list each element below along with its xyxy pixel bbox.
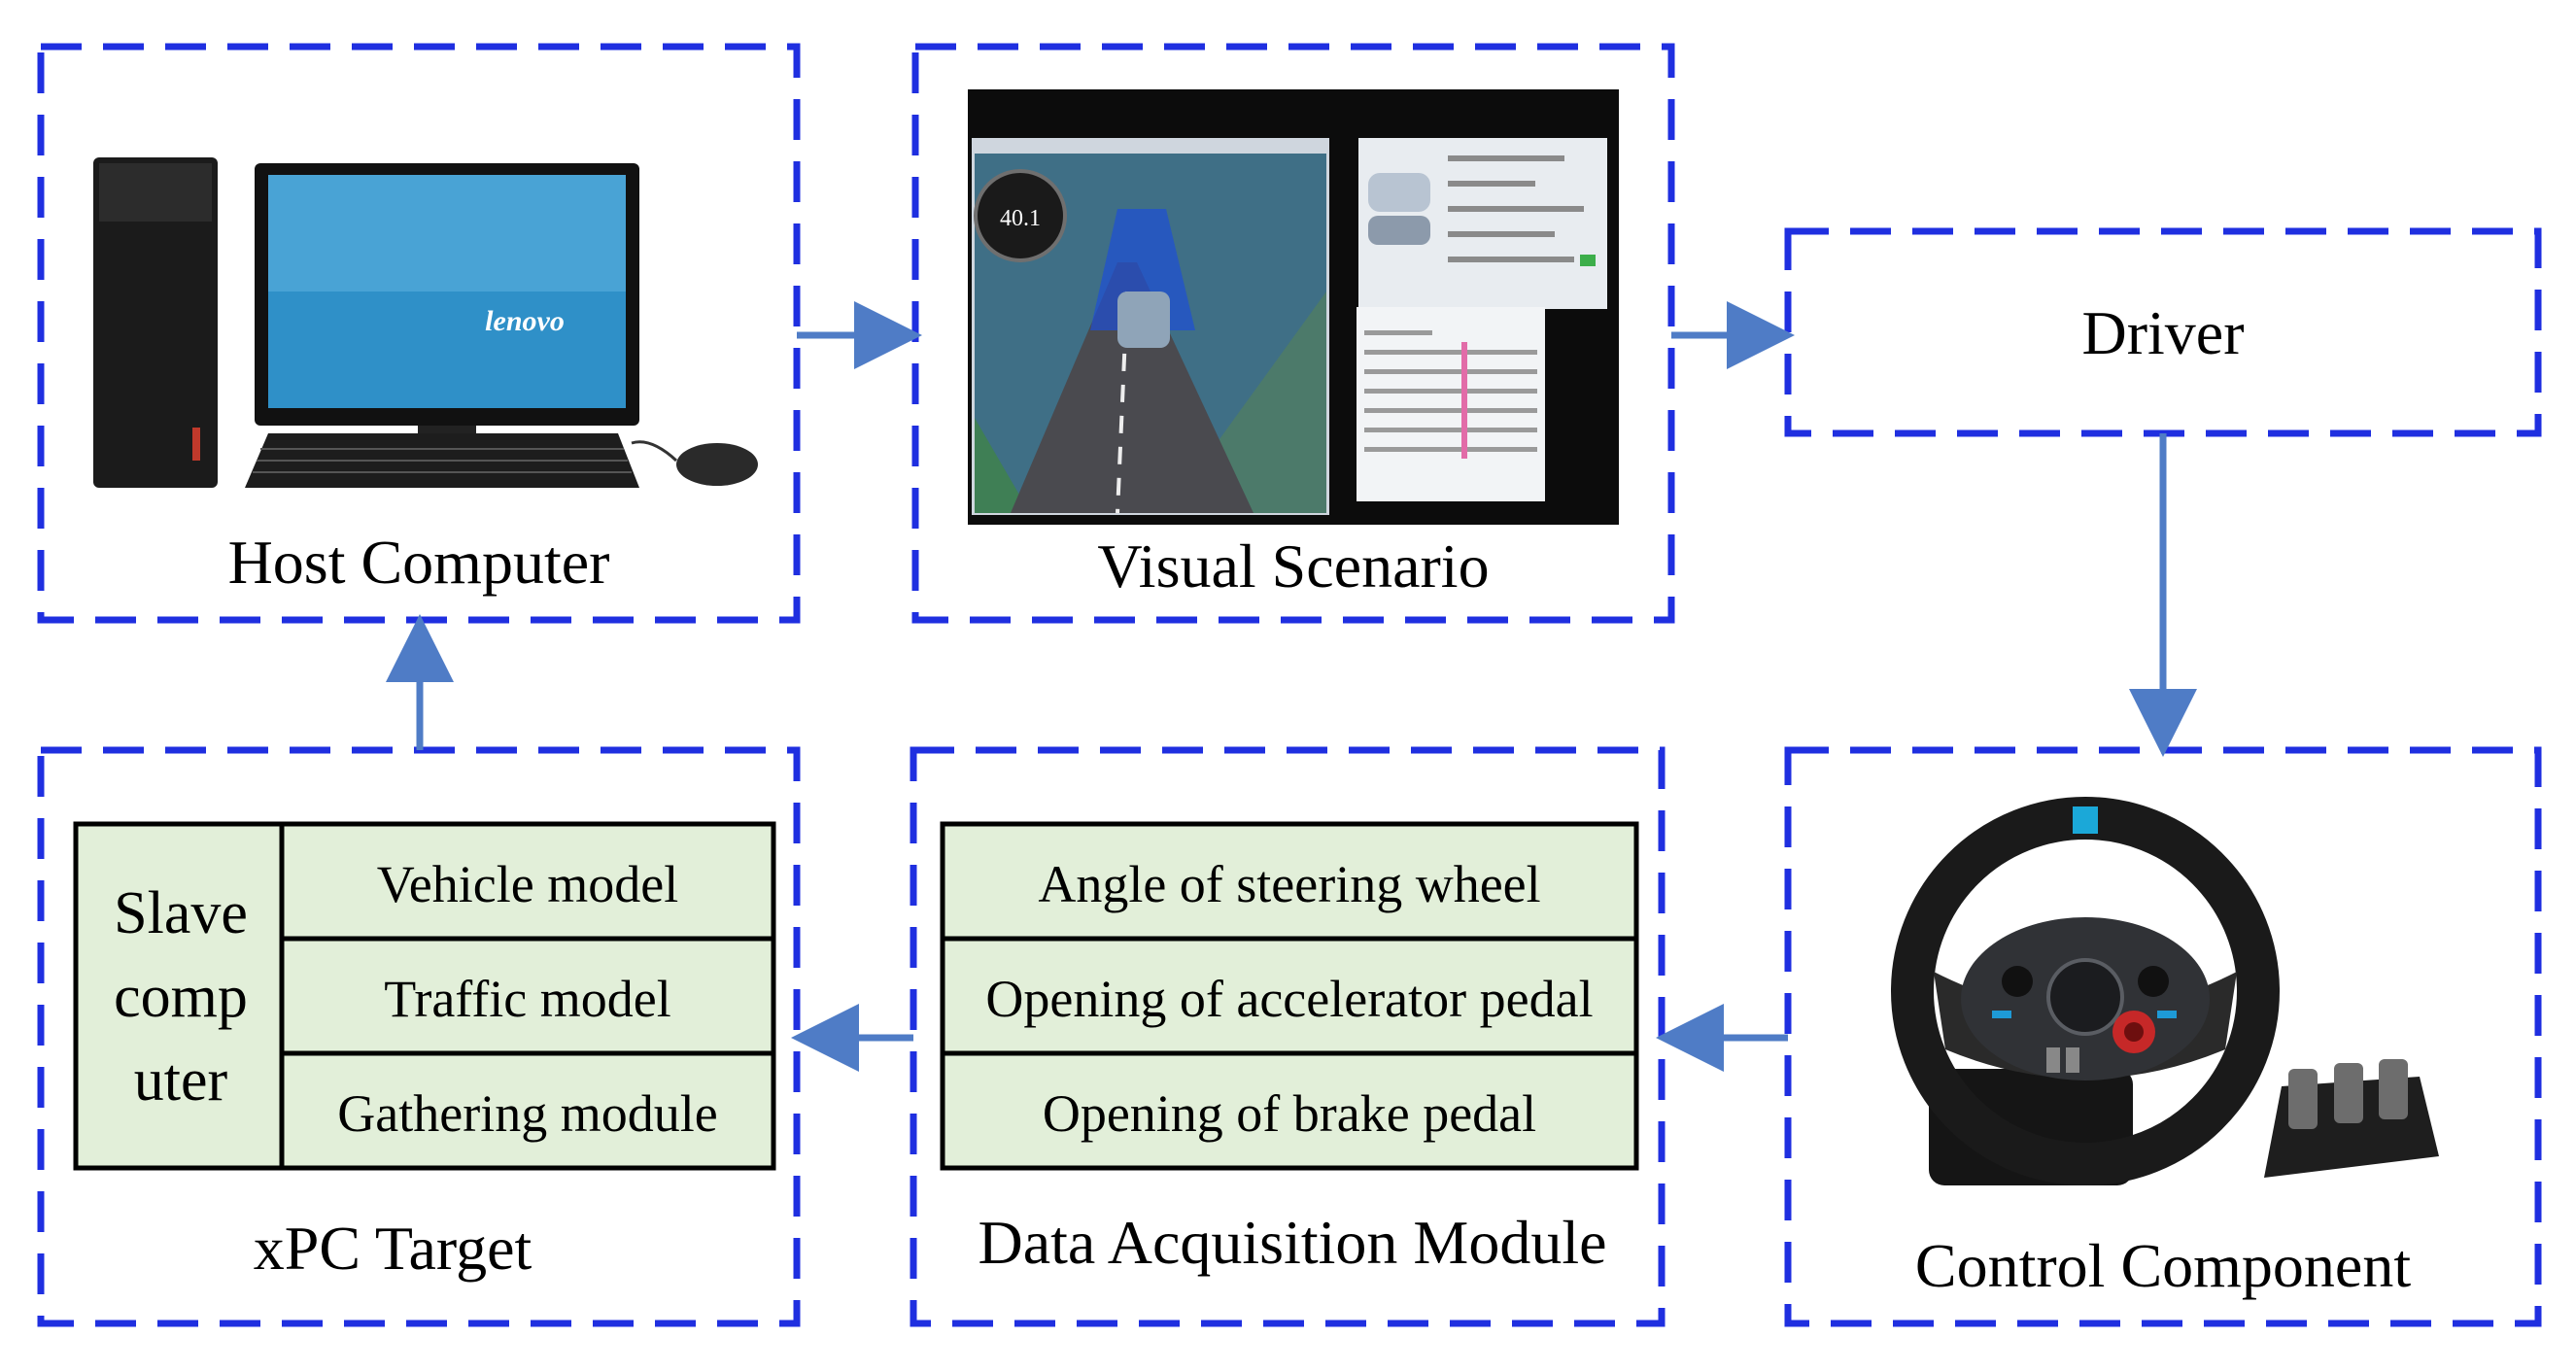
simulation-screen-image: 40.1 [968, 89, 1619, 525]
xpc-target-table: Slave comp uter Vehicle model Traffic mo… [73, 821, 776, 1171]
driver-label: Driver [2081, 298, 2244, 367]
xpc-row-gathering-module: Gathering module [337, 1084, 717, 1143]
daq-row-steering-angle: Angle of steering wheel [1038, 855, 1540, 913]
daq-row-brake-pedal: Opening of brake pedal [1043, 1084, 1536, 1143]
slave-computer-label-line3: uter [134, 1047, 228, 1114]
xpc-target-label: xPC Target [254, 1214, 532, 1283]
host-computer-label: Host Computer [228, 528, 610, 597]
steering-wheel-icon [1891, 797, 2439, 1185]
slave-computer-label-line1: Slave [114, 880, 248, 946]
control-component-label: Control Component [1915, 1231, 2411, 1300]
desktop-computer-icon: lenovo [93, 157, 758, 488]
daq-row-accelerator-pedal: Opening of accelerator pedal [985, 970, 1593, 1028]
slave-computer-label-line2: comp [114, 964, 248, 1030]
xpc-row-traffic-model: Traffic model [384, 970, 670, 1028]
monitor-brand-text: lenovo [485, 305, 565, 337]
data-acquisition-label: Data Acquisition Module [978, 1208, 1606, 1277]
speedometer-readout: 40.1 [1000, 206, 1041, 231]
visual-scenario-label: Visual Scenario [1097, 532, 1489, 600]
data-acquisition-table: Angle of steering wheel Opening of accel… [940, 821, 1639, 1171]
xpc-row-vehicle-model: Vehicle model [377, 855, 678, 913]
